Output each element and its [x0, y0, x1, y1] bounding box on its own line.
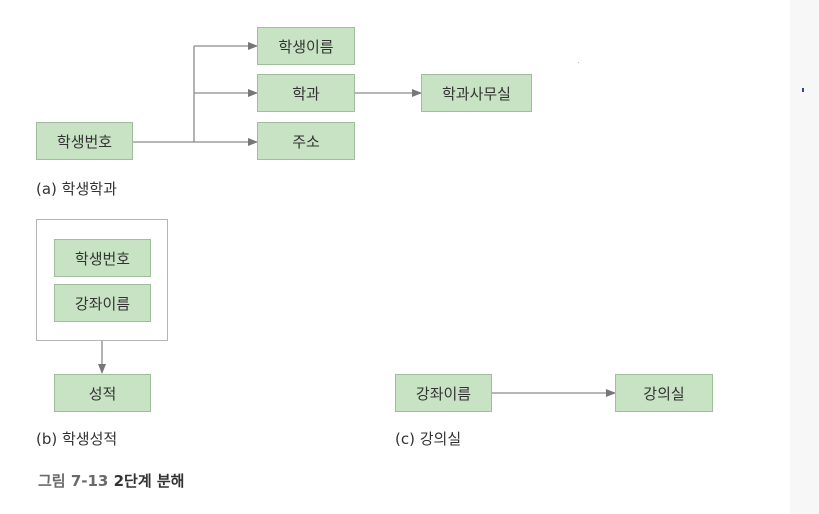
box-b-grade: 성적: [54, 374, 151, 412]
box-b-student-id: 학생번호: [54, 239, 151, 277]
caption-a: (a) 학생학과: [36, 180, 117, 198]
caption-b: (b) 학생성적: [36, 430, 118, 448]
box-a-address: 주소: [257, 122, 355, 160]
caption-c: (c) 강의실: [395, 430, 462, 448]
figure-caption: 그림 7-13 2단계 분해: [38, 470, 184, 491]
scan-mark: [802, 88, 804, 92]
page-edge-strip: [790, 0, 819, 514]
box-a-student-id: 학생번호: [36, 122, 133, 160]
box-b-course-name: 강좌이름: [54, 284, 151, 322]
figure-title: 2단계 분해: [113, 472, 185, 490]
figure-label: 그림 7-13: [38, 472, 109, 490]
group-b-composite-key: [36, 219, 168, 341]
box-a-student-name: 학생이름: [257, 27, 355, 65]
box-a-dept-office: 학과사무실: [421, 74, 532, 112]
box-c-course-name: 강좌이름: [395, 374, 492, 412]
box-a-department: 학과: [257, 74, 355, 112]
scan-mark: [578, 62, 579, 63]
box-c-classroom: 강의실: [615, 374, 713, 412]
